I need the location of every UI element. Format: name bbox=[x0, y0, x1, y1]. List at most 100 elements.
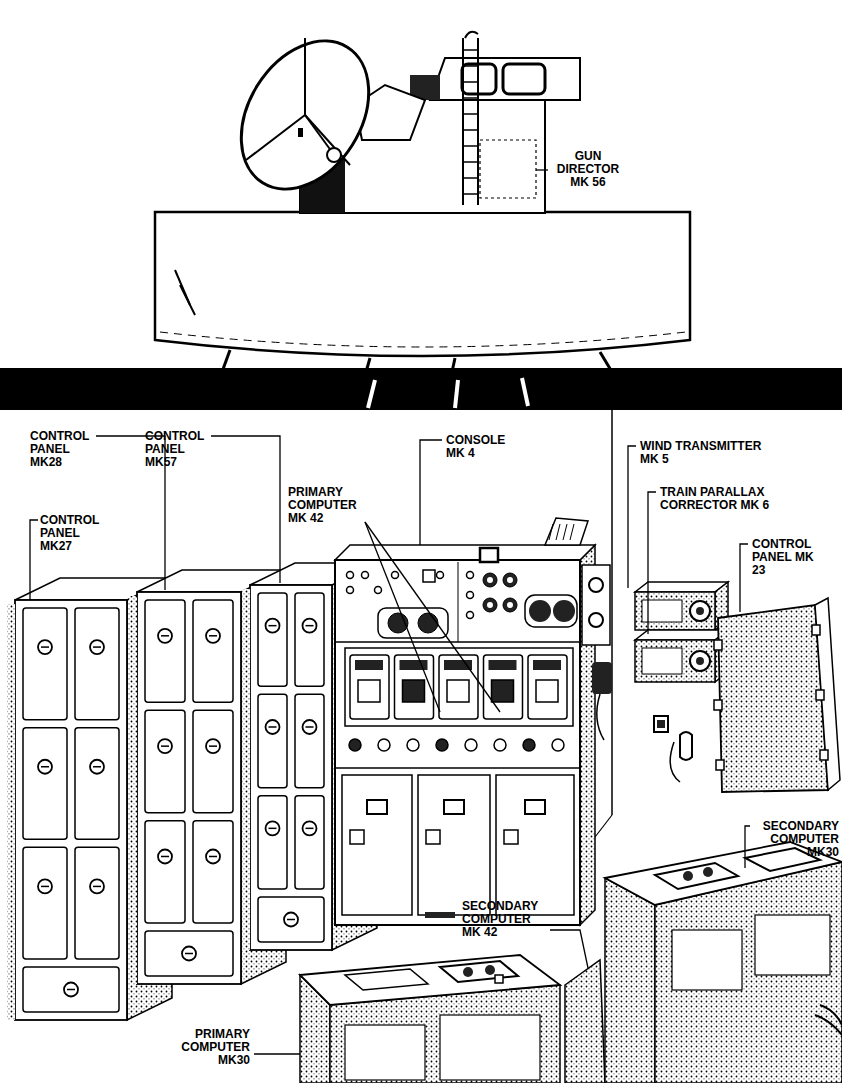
leader-lines bbox=[30, 170, 750, 1054]
panel-knob bbox=[90, 879, 104, 893]
knob-mark bbox=[287, 919, 295, 921]
cab-window bbox=[503, 64, 545, 94]
feed-horn bbox=[327, 148, 341, 162]
drawer bbox=[258, 897, 324, 942]
gun-director bbox=[155, 17, 690, 372]
ladder-rung bbox=[463, 129, 478, 131]
ladder-rung bbox=[463, 81, 478, 83]
panel-door bbox=[258, 694, 287, 787]
panel-knob bbox=[206, 849, 220, 863]
panel-knob bbox=[158, 849, 172, 863]
ladder-rung bbox=[463, 65, 478, 67]
panel-knob bbox=[303, 619, 317, 633]
panel-door bbox=[258, 593, 287, 686]
hand-crank bbox=[436, 739, 448, 751]
counter-window bbox=[489, 660, 517, 670]
indicator-lamp bbox=[347, 587, 354, 594]
side-unit bbox=[582, 565, 610, 645]
leader-line bbox=[254, 1053, 300, 1054]
flap-line bbox=[549, 524, 553, 540]
radar-dish bbox=[215, 17, 395, 212]
knob-mark bbox=[41, 766, 49, 768]
computer-cabinet bbox=[300, 955, 560, 1083]
plate-knob bbox=[485, 965, 495, 975]
panel-knob bbox=[90, 640, 104, 654]
counter-panel bbox=[439, 655, 478, 719]
ladder-hook bbox=[465, 32, 478, 38]
dial bbox=[529, 600, 551, 622]
panel-knob bbox=[158, 739, 172, 753]
knob-mark bbox=[209, 856, 217, 858]
knob-mark bbox=[93, 886, 101, 888]
console-flap bbox=[545, 518, 588, 545]
top-plate bbox=[345, 969, 428, 990]
panel-knob bbox=[303, 720, 317, 734]
panel-divide bbox=[335, 767, 580, 769]
panel-knob bbox=[266, 619, 280, 633]
ladder-rung bbox=[463, 113, 478, 115]
counter-panel bbox=[350, 655, 389, 719]
dial-center bbox=[696, 657, 704, 665]
knob-center bbox=[507, 602, 513, 608]
box-latch bbox=[812, 625, 820, 635]
hand-crank bbox=[378, 739, 390, 751]
indicator-lamp bbox=[375, 587, 382, 594]
console-door bbox=[496, 775, 574, 915]
knob-mark bbox=[67, 989, 75, 991]
door-window bbox=[444, 800, 464, 814]
dial-center bbox=[696, 607, 704, 615]
plate-knob bbox=[463, 967, 473, 977]
plate-switch bbox=[495, 975, 503, 983]
console-front bbox=[335, 560, 580, 925]
knob-mark bbox=[93, 766, 101, 768]
switch-box bbox=[423, 570, 435, 582]
box-latch bbox=[714, 640, 722, 650]
leader-line bbox=[628, 446, 636, 588]
ladder-rail bbox=[477, 38, 479, 205]
access-panel bbox=[440, 1015, 540, 1080]
counter-window bbox=[444, 660, 472, 670]
panel-door bbox=[193, 600, 233, 702]
hand-crank bbox=[465, 739, 477, 751]
panel-knob bbox=[158, 629, 172, 643]
panel-knob bbox=[266, 821, 280, 835]
dish-strut bbox=[304, 38, 306, 115]
deck-plate bbox=[0, 368, 842, 410]
side-dial bbox=[589, 578, 603, 592]
counter-dial bbox=[536, 680, 558, 702]
deck-band bbox=[0, 368, 842, 410]
dish-strut bbox=[246, 115, 305, 160]
console-slot bbox=[425, 912, 455, 918]
panel-knob bbox=[38, 760, 52, 774]
door-latch bbox=[350, 830, 364, 844]
leader-line bbox=[536, 169, 548, 170]
hand-crank bbox=[407, 739, 419, 751]
knob-mark bbox=[306, 828, 314, 830]
indicator-lamp bbox=[362, 572, 369, 579]
plate-knob bbox=[683, 871, 693, 881]
wall-units bbox=[635, 582, 728, 782]
part-label: CONSOLE MK 4 bbox=[446, 434, 510, 460]
panel-knob bbox=[38, 640, 52, 654]
panel-door bbox=[145, 710, 185, 812]
leader-line bbox=[550, 930, 588, 968]
director-drum bbox=[155, 212, 690, 356]
hand-crank bbox=[552, 739, 564, 751]
console-door bbox=[342, 775, 412, 915]
cabinet-front bbox=[15, 600, 127, 1020]
cabinet-shade bbox=[7, 604, 15, 1020]
cable bbox=[815, 1005, 842, 1035]
wall-switch bbox=[654, 716, 668, 732]
door-latch bbox=[504, 830, 518, 844]
part-label: CONTROL PANEL MK 23 bbox=[752, 538, 816, 577]
handset-cord bbox=[670, 742, 680, 782]
cab-door bbox=[480, 140, 536, 198]
knob-mark bbox=[209, 635, 217, 637]
part-label: CONTROL PANEL MK57 bbox=[145, 430, 209, 469]
window-panel bbox=[345, 648, 573, 726]
counter-dial bbox=[447, 680, 469, 702]
control-knob bbox=[503, 573, 517, 587]
deck-mark bbox=[522, 378, 528, 406]
knob-center bbox=[487, 602, 493, 608]
